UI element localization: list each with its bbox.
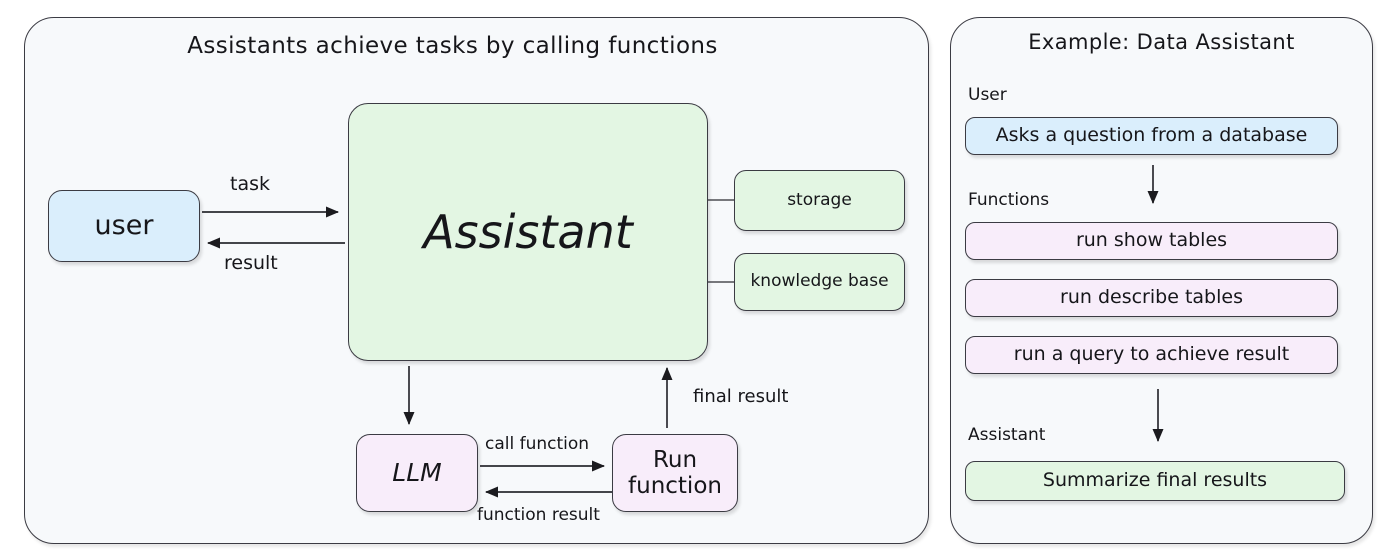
section-label-user: User [968, 85, 1007, 105]
section-label-assistant: Assistant [968, 425, 1046, 445]
edge-label-task: task [230, 173, 270, 195]
section-label-functions: Functions [968, 190, 1050, 210]
step-assistant-summary[interactable]: Summarize final results [965, 461, 1345, 501]
node-storage[interactable]: storage [734, 170, 905, 231]
edge-label-function-result: function result [477, 505, 600, 525]
step-user-question[interactable]: Asks a question from a database [965, 117, 1338, 155]
node-user[interactable]: user [48, 190, 200, 262]
edge-label-result: result [224, 252, 278, 274]
step-function-2[interactable]: run describe tables [965, 279, 1338, 317]
node-assistant[interactable]: Assistant [348, 103, 708, 361]
step-function-1[interactable]: run show tables [965, 222, 1338, 260]
left-panel-title: Assistants achieve tasks by calling func… [187, 33, 718, 59]
right-panel-title: Example: Data Assistant [1028, 30, 1295, 54]
node-llm[interactable]: LLM [356, 434, 478, 512]
edge-label-final-result: final result [693, 386, 789, 407]
node-knowledge-base[interactable]: knowledge base [734, 253, 905, 311]
edge-label-call-function: call function [485, 434, 590, 454]
step-function-3[interactable]: run a query to achieve result [965, 336, 1338, 374]
